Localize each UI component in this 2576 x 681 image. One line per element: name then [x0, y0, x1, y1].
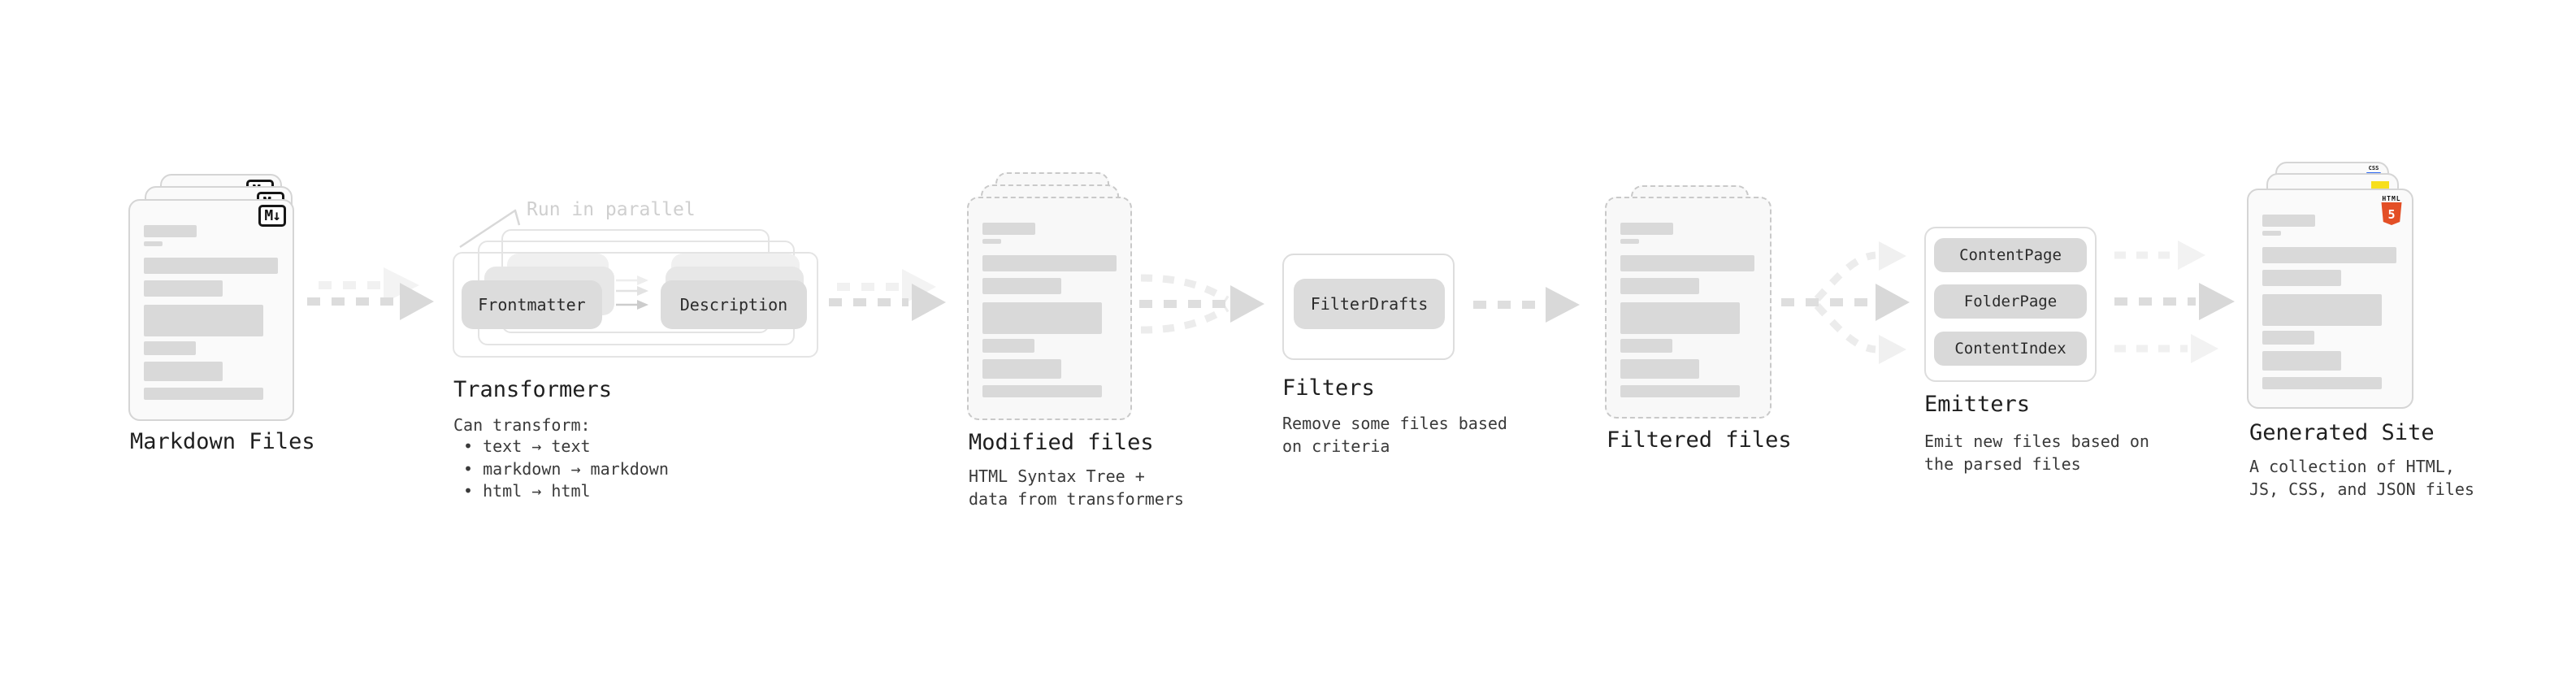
markdown-file-card: M↓ — [128, 199, 294, 421]
parallel-run-arrows — [616, 275, 648, 310]
filterdrafts-pill: FilterDrafts — [1294, 279, 1445, 329]
document-skeleton-lines — [1620, 223, 1754, 397]
transformers-bullet-list: • text → text • markdown → markdown • ht… — [463, 436, 669, 501]
filtered-file-card — [1605, 197, 1772, 419]
folderpage-pill: FolderPage — [1934, 284, 2087, 319]
stage-label-markdown-files: Markdown Files — [130, 429, 315, 454]
arrow-modified-to-filters — [1139, 274, 1264, 334]
stage-label-filters: Filters — [1282, 375, 1375, 401]
emitters-desc: Emit new files based on the parsed files — [1924, 432, 2149, 474]
svg-text:5: 5 — [2387, 207, 2395, 222]
arrow-emitters-to-generated — [2114, 241, 2235, 363]
stage-label-filtered-files: Filtered files — [1607, 427, 1792, 453]
modified-files-desc: HTML Syntax Tree + data from transformer… — [969, 466, 1184, 509]
html5-icon: HTML 5 — [2381, 195, 2402, 228]
arrow-markdown-to-transformers — [307, 267, 434, 320]
contentindex-pill: ContentIndex — [1934, 332, 2087, 366]
js-file-icon — [2371, 181, 2389, 189]
document-skeleton-lines — [144, 225, 278, 400]
stage-label-emitters: Emitters — [1924, 392, 2031, 417]
frontmatter-pill: Frontmatter — [462, 280, 602, 329]
generated-site-desc: A collection of HTML, JS, CSS, and JSON … — [2249, 457, 2474, 499]
stage-label-modified-files: Modified files — [969, 430, 1154, 455]
modified-file-card — [967, 197, 1132, 420]
stage-label-generated-site: Generated Site — [2249, 420, 2435, 445]
arrow-filtered-to-emitters — [1781, 241, 1910, 364]
stage-label-transformers: Transformers — [453, 377, 613, 402]
arrow-filters-to-filtered — [1473, 287, 1580, 323]
transformer-box — [453, 252, 818, 358]
markdown-icon: M↓ — [258, 205, 286, 227]
transformers-desc-title: Can transform: — [453, 415, 591, 435]
filters-desc: Remove some files based on criteria — [1282, 414, 1507, 456]
description-pill: Description — [661, 280, 807, 329]
annotation-leader-line — [459, 209, 521, 249]
contentpage-pill: ContentPage — [1934, 238, 2087, 272]
run-in-parallel-annotation: Run in parallel — [527, 199, 696, 220]
document-skeleton-lines — [982, 223, 1117, 397]
generated-file-card: HTML 5 — [2247, 189, 2413, 409]
arrow-transformers-to-modified — [829, 269, 946, 321]
document-skeleton-lines — [2262, 215, 2396, 389]
